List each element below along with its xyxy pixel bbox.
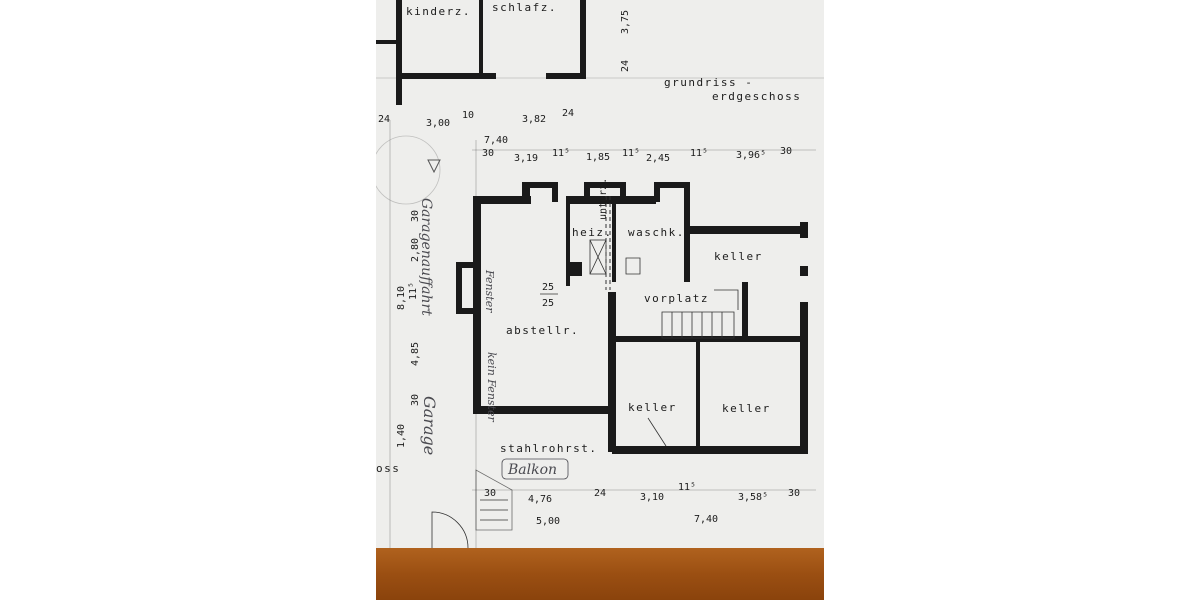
hand-garage: Garage <box>420 396 439 455</box>
dim-top-2f: 2,45 <box>646 153 670 164</box>
dim-top-2d: 1,85 <box>586 152 610 163</box>
dim-bottom-d: 3,10 <box>640 492 664 503</box>
wall-bay-west <box>456 262 462 314</box>
label-unterz: unterz. <box>598 178 609 220</box>
room-kinderz: kinderz. <box>406 5 471 18</box>
wall-keller-ne <box>800 222 808 238</box>
dim-left-d: 8,10 <box>396 286 407 310</box>
dim-top-1d: 3,82 <box>522 114 546 125</box>
dim-upper-24: 24 <box>620 60 631 72</box>
staircase <box>475 289 739 531</box>
dim-top-2e: 11⁵ <box>622 148 640 159</box>
dim-mid-25b: 25 <box>542 298 554 309</box>
wooden-table <box>376 548 824 600</box>
dim-left-g: 1,40 <box>396 424 407 448</box>
wall-upper-bottom <box>396 73 496 79</box>
wall-north-bay-d <box>584 182 590 202</box>
wall-heiz-east <box>612 196 616 282</box>
room-vorplatz: vorplatz <box>644 292 709 305</box>
wall-bay-bottom <box>456 308 478 314</box>
dim-top-1c: 10 <box>462 110 474 121</box>
room-waschk: waschk. <box>628 226 685 239</box>
wall-upper-bottom-right <box>546 73 586 79</box>
wall-south <box>612 446 808 454</box>
wall-stair-east <box>742 282 748 342</box>
room-oss: oss <box>376 462 400 475</box>
room-heiz: heiz. <box>572 226 613 239</box>
wall-bay-top <box>456 262 478 268</box>
hand-balkon: Balkon <box>507 462 557 478</box>
wall-upper-stub <box>376 40 396 44</box>
wall-abstell-east <box>608 292 616 452</box>
dim-upper-375: 3,75 <box>620 10 631 34</box>
wall-upper-left <box>396 0 402 105</box>
room-keller-right: keller <box>714 250 763 263</box>
dim-top-2c: 11⁵ <box>552 148 570 159</box>
room-keller-mid: keller <box>628 401 677 414</box>
dim-top-2b: 3,19 <box>514 153 538 164</box>
floor-plan-photo: kinderz. schlafz. grundriss - erdgeschos… <box>376 0 824 600</box>
wall-abstell-south <box>473 406 615 414</box>
wall-east <box>800 302 808 452</box>
room-keller-bottom-right: keller <box>722 402 771 415</box>
wall-north-bay-g <box>654 182 690 188</box>
wall-keller-e-stub <box>800 266 808 276</box>
dim-top-2g: 11⁵ <box>690 148 708 159</box>
wall-upper-right <box>580 0 586 78</box>
dim-bottom-a: 30 <box>484 488 496 499</box>
dim-top-2i: 30 <box>780 146 792 157</box>
north-arrow-icon <box>427 159 441 174</box>
wall-heiz-west <box>566 196 570 286</box>
dim-bottom-b: 4,76 <box>528 494 552 505</box>
dim-mid-25a: 25 <box>542 282 554 293</box>
dim-left-b: 2,80 <box>410 238 421 262</box>
hand-kein-fenster: kein Fenster <box>485 352 498 422</box>
wall-north-2 <box>566 196 656 204</box>
wall-north-bay-c <box>552 182 558 202</box>
floor-plan-drawing: kinderz. schlafz. grundriss - erdgeschos… <box>376 0 824 549</box>
chimney <box>568 262 582 276</box>
room-abstellr: abstellr. <box>506 324 579 337</box>
dim-bottom-g: 30 <box>788 488 800 499</box>
title-line1: grundriss - <box>664 76 753 89</box>
dim-left-e: 4,85 <box>410 342 421 366</box>
title-line2: erdgeschoss <box>712 90 801 103</box>
dim-bottom-e: 11⁵ <box>678 482 696 493</box>
dim-top-1e: 24 <box>562 108 574 119</box>
dim-top-2h: 3,96⁵ <box>736 150 766 161</box>
dim-bottom-500: 5,00 <box>536 516 560 527</box>
wall-keller-north <box>684 226 808 234</box>
wall-north-bay-h <box>654 182 660 202</box>
wall-keller-divider <box>696 342 700 448</box>
wall-north-bay-a <box>522 182 530 202</box>
wall-keller-mid-north <box>612 336 808 342</box>
wall-north-bay-f <box>620 182 626 202</box>
dim-bottom-f: 3,58⁵ <box>738 492 768 503</box>
wall-north-1 <box>473 196 531 204</box>
room-stahlrohrst: stahlrohrst. <box>500 442 597 455</box>
wall-north-bay-b <box>522 182 558 188</box>
dim-top-2a: 30 <box>482 148 494 159</box>
stamp-circle <box>376 135 441 205</box>
dim-left-f: 30 <box>410 394 421 406</box>
door-arc <box>431 511 469 549</box>
dim-left-a: 30 <box>410 210 421 222</box>
room-schlafz: schlafz. <box>492 1 557 14</box>
wall-north-bay-e <box>584 182 624 188</box>
dim-bottom-c: 24 <box>594 488 606 499</box>
wall-upper-mid <box>479 0 483 78</box>
hand-fenster: Fenster <box>483 269 496 313</box>
dim-bottom-740: 7,40 <box>694 514 718 525</box>
hand-garagenauffahrt: Garagenauffahrt <box>418 198 434 316</box>
dim-top-1a: 24 <box>378 114 390 125</box>
dim-top-1b: 3,00 <box>426 118 450 129</box>
dim-top-740: 7,40 <box>484 135 508 146</box>
dim-left-c: 11⁵ <box>408 282 419 300</box>
wall-west <box>473 196 481 414</box>
